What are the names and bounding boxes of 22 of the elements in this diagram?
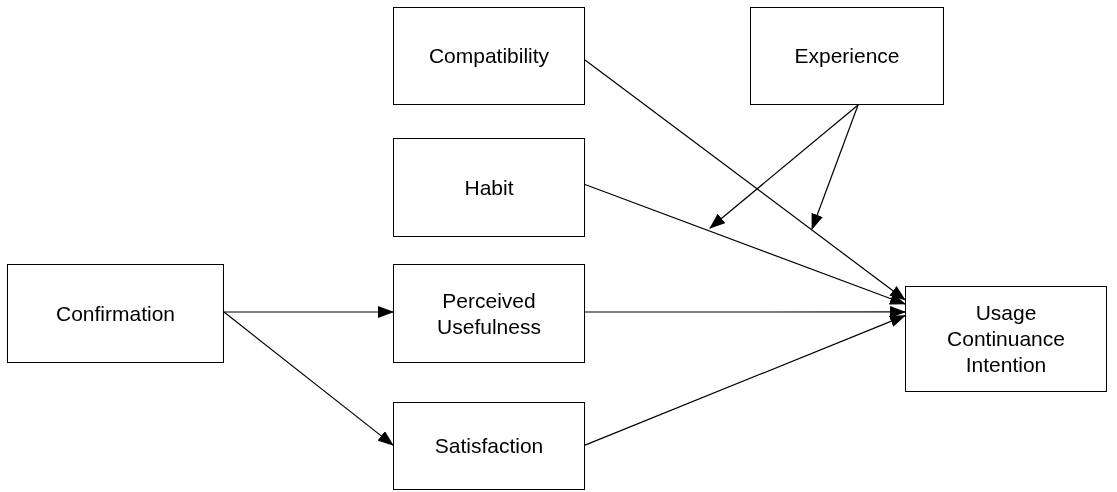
construct-label: Compatibility (428, 43, 550, 69)
construct-label: Satisfaction (434, 433, 544, 459)
construct-box (750, 7, 944, 105)
construct-label: Perceived Usefulness (436, 287, 542, 340)
construct-label: Experience (794, 43, 900, 69)
construct-label: Habit (464, 174, 514, 201)
arrow (584, 305, 906, 318)
construct-label: Usage Continuance Intention (946, 300, 1066, 378)
construct-box (7, 264, 224, 363)
construct-box (905, 286, 1107, 392)
construct-box (393, 402, 585, 490)
arrow (584, 315, 906, 446)
arrow (223, 306, 394, 318)
arrow (223, 311, 394, 446)
arrow (584, 59, 906, 301)
construct-label: Confirmation (55, 300, 176, 327)
arrow (584, 183, 906, 305)
construct-box (393, 138, 585, 237)
construct-box (393, 264, 585, 363)
arrow (811, 104, 859, 230)
arrow (709, 104, 859, 229)
construct-box (393, 7, 585, 105)
